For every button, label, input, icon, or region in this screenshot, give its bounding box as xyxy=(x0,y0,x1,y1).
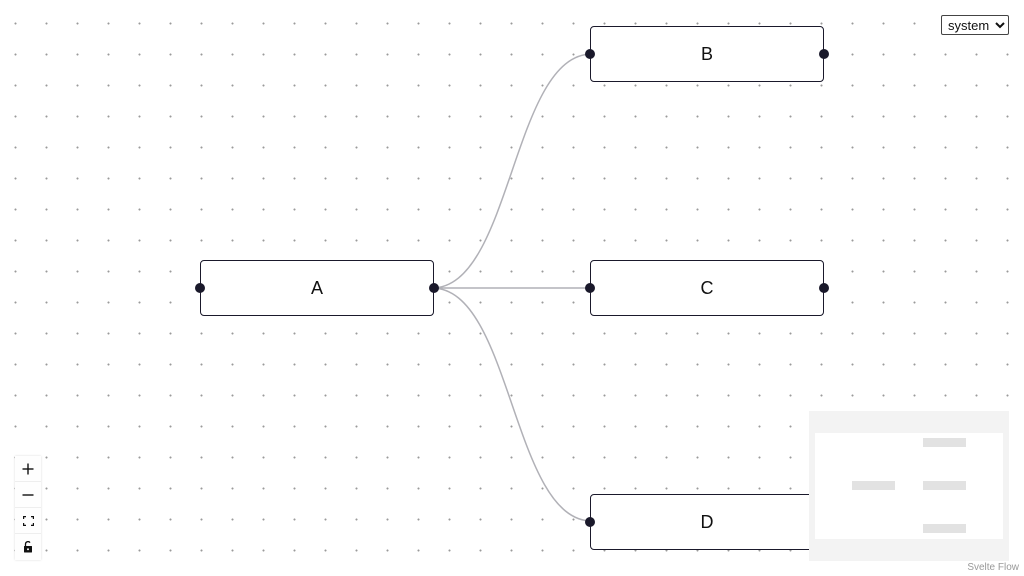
node-label: C xyxy=(700,277,714,298)
minimap[interactable] xyxy=(809,411,1009,561)
zoom-out-icon xyxy=(22,493,34,496)
minimap-node-c xyxy=(923,481,966,490)
target-handle[interactable] xyxy=(585,49,595,59)
controls-panel xyxy=(15,456,41,560)
source-handle[interactable] xyxy=(819,49,829,59)
minimap-node-a xyxy=(852,481,895,490)
node-a[interactable]: A xyxy=(195,260,439,316)
minimap-node-b xyxy=(923,438,966,447)
zoom-out-button[interactable] xyxy=(15,482,41,508)
source-handle[interactable] xyxy=(819,283,829,293)
edge-a-d[interactable] xyxy=(431,287,593,522)
zoom-in-icon xyxy=(22,463,34,474)
node-label: A xyxy=(310,277,323,298)
node-label: B xyxy=(700,43,713,64)
target-handle[interactable] xyxy=(195,283,205,293)
target-handle[interactable] xyxy=(585,283,595,293)
zoom-in-button[interactable] xyxy=(15,456,41,482)
node-d[interactable]: D xyxy=(585,494,829,550)
minimap-viewport[interactable] xyxy=(815,433,1003,539)
fit-view-icon xyxy=(22,515,34,526)
node-label: D xyxy=(700,511,714,532)
attribution-link[interactable]: Svelte Flow xyxy=(965,562,1021,573)
lock-icon xyxy=(24,541,32,553)
theme-panel: system xyxy=(941,15,1009,35)
edge-a-b[interactable] xyxy=(431,53,593,289)
theme-select[interactable]: system xyxy=(941,15,1009,35)
source-handle[interactable] xyxy=(429,283,439,293)
minimap-node-d xyxy=(923,524,966,533)
node-b[interactable]: B xyxy=(585,26,829,82)
node-c[interactable]: C xyxy=(585,260,829,316)
target-handle[interactable] xyxy=(585,517,595,527)
lock-button[interactable] xyxy=(15,534,41,560)
fit-view-button[interactable] xyxy=(15,508,41,534)
